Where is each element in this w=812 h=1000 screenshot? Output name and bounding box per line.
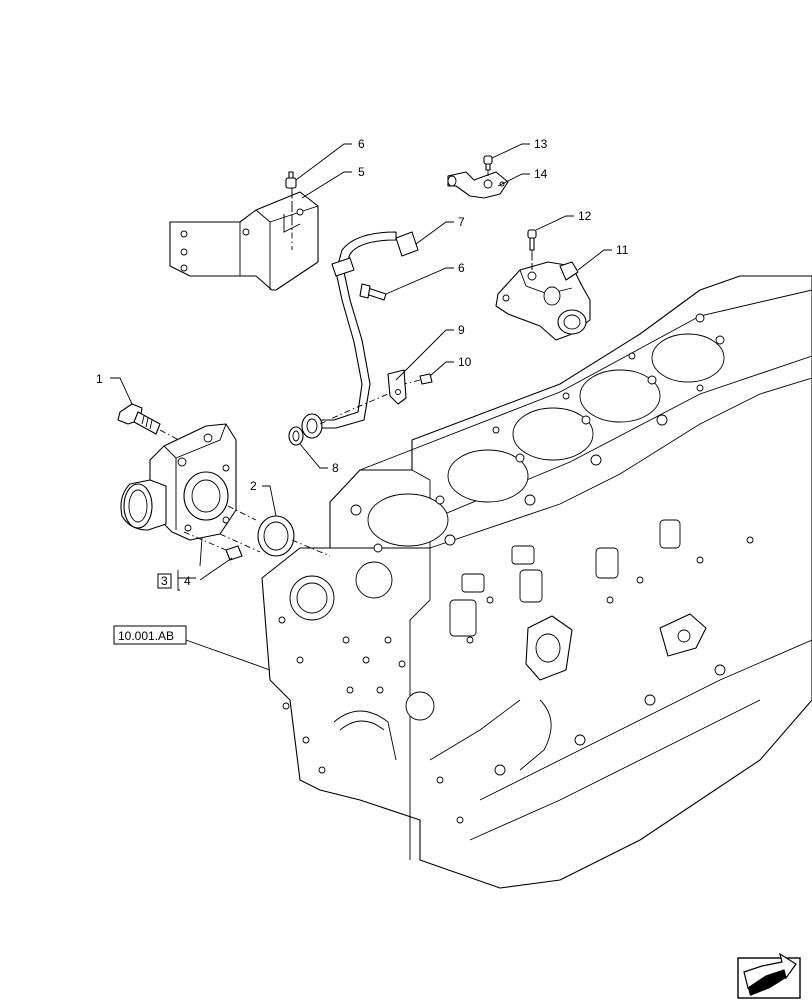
reference-box[interactable] xyxy=(113,625,187,645)
callout-10: 10 xyxy=(458,355,472,369)
assembly-lines xyxy=(183,170,533,557)
part-6-bolt-pipe xyxy=(359,283,387,301)
callout-7: 7 xyxy=(458,215,465,229)
callout-13: 13 xyxy=(534,137,548,151)
callout-labels: 1 2 3 4 5 6 6 7 8 9 10 11 12 13 14 xyxy=(96,137,629,589)
part-4-dowel-pin xyxy=(225,545,243,561)
part-5-bracket xyxy=(169,191,319,291)
callout-12: 12 xyxy=(578,209,592,223)
callout-8: 8 xyxy=(332,461,339,475)
part-13-screw xyxy=(483,155,493,171)
part-14-elbow-fitting xyxy=(447,171,509,199)
callout-3-box xyxy=(157,573,172,589)
callout-5: 5 xyxy=(358,165,365,179)
next-page-arrow-icon[interactable] xyxy=(737,952,801,999)
part-10-bolt xyxy=(403,373,433,385)
callout-4: 4 xyxy=(184,574,191,588)
callout-2: 2 xyxy=(250,479,257,493)
callout-3: 3 xyxy=(161,574,168,588)
part-11-housing xyxy=(495,261,591,341)
callout-6-upper: 6 xyxy=(358,137,365,151)
callout-14: 14 xyxy=(534,167,548,181)
thermostat-housing-main xyxy=(120,423,237,541)
reference-link[interactable]: 10.001.AB xyxy=(113,625,187,645)
reference-label[interactable]: 10.001.AB xyxy=(118,629,174,643)
leader-lines xyxy=(110,143,612,671)
part-2-seal-ring xyxy=(257,515,295,557)
engine-block xyxy=(261,275,812,889)
part-7-pipe xyxy=(301,231,419,439)
callout-6-pipe: 6 xyxy=(458,261,465,275)
part-6-bolt-upper xyxy=(285,171,297,230)
part-9-clip xyxy=(387,369,407,405)
callout-1: 1 xyxy=(96,372,103,386)
callout-9: 9 xyxy=(458,323,465,337)
callout-11: 11 xyxy=(616,243,629,257)
part-8-o-ring xyxy=(288,426,304,446)
